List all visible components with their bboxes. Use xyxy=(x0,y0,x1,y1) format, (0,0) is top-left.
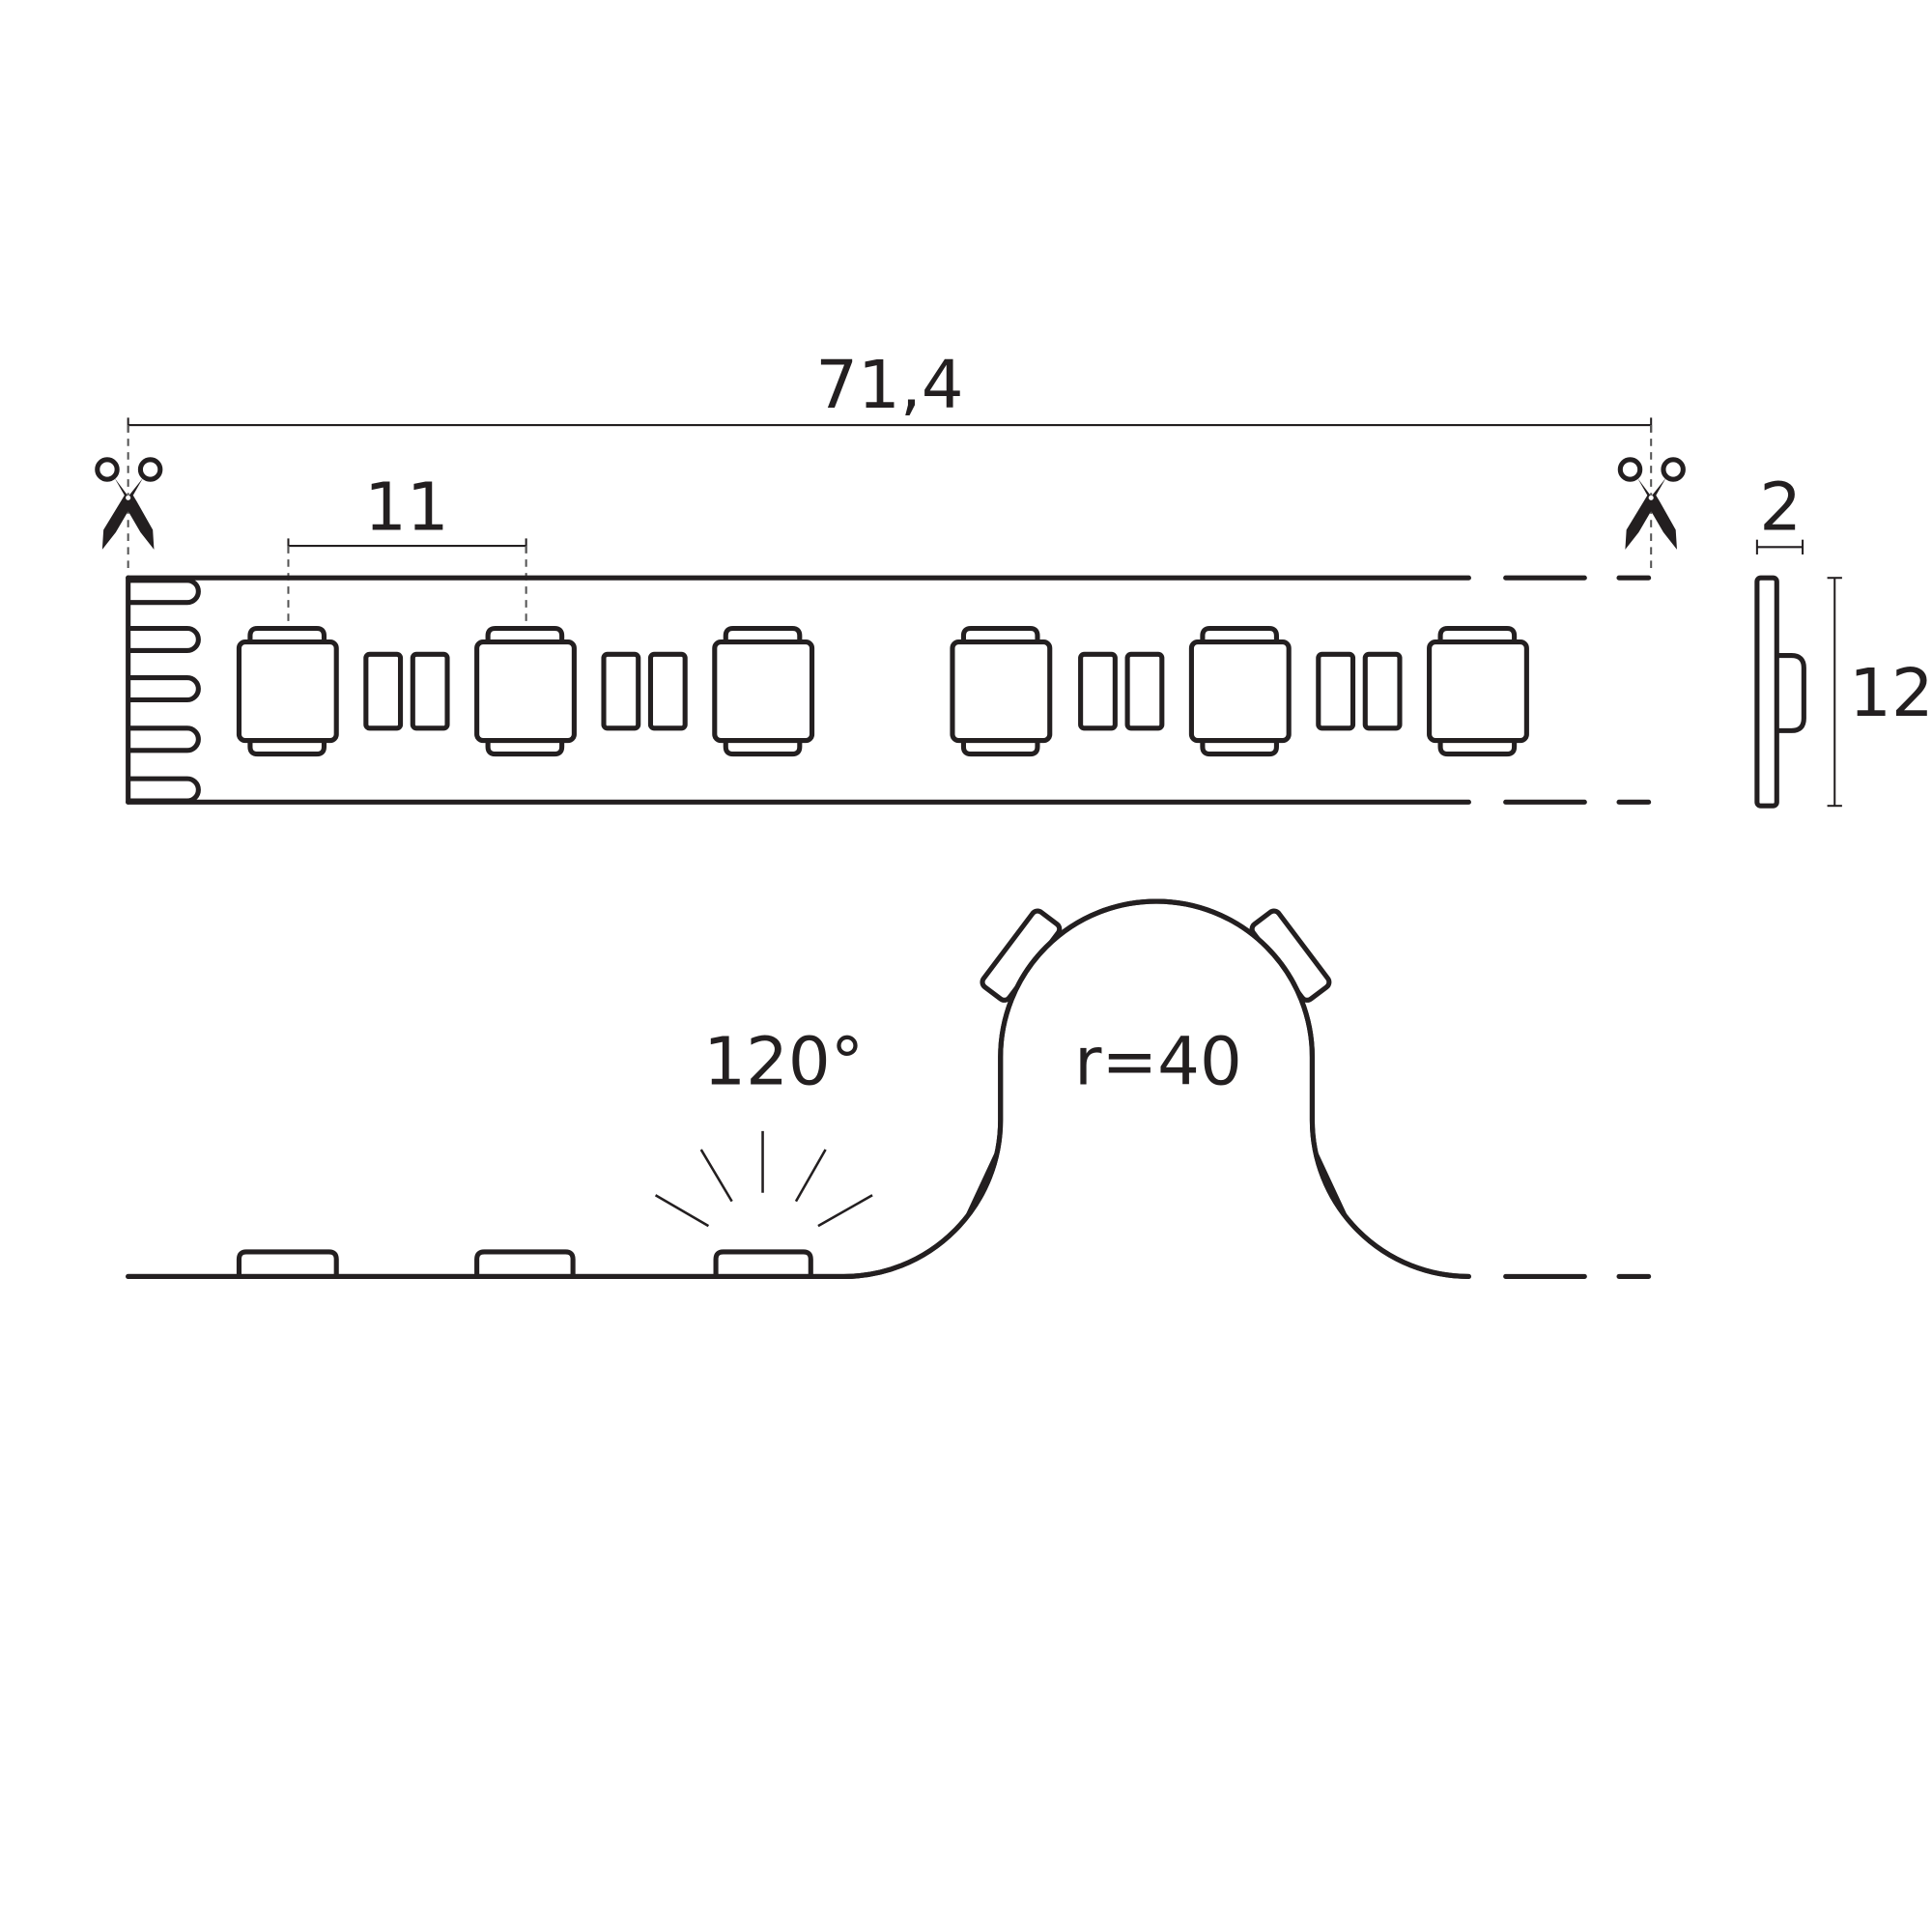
thickness-label: 2 xyxy=(1759,469,1802,546)
strip-bend-view: 120° r=40 xyxy=(126,898,1652,1279)
led-pitch-label: 11 xyxy=(364,469,449,546)
solder-pads xyxy=(128,578,201,804)
strip-top-view xyxy=(126,575,1652,805)
overall-length-dimension: 71,4 xyxy=(127,347,1653,575)
strip-side-view: 2 12 xyxy=(1754,469,1932,809)
resistor-pair xyxy=(604,654,685,728)
resistor-pair xyxy=(1319,654,1400,728)
led-chip xyxy=(952,629,1050,754)
led-chip xyxy=(474,1249,576,1277)
resistor-pair xyxy=(1081,654,1162,728)
led-chip xyxy=(239,629,336,754)
bend-radius-label: r=40 xyxy=(1074,1023,1242,1100)
led-chip xyxy=(236,1249,339,1277)
light-rays xyxy=(654,1130,873,1228)
led-chip xyxy=(1430,629,1527,754)
width-label: 12 xyxy=(1849,655,1932,732)
led-pitch-dimension: 11 xyxy=(287,469,527,623)
overall-length-label: 71,4 xyxy=(815,347,963,424)
led-chip xyxy=(713,1249,813,1277)
led-chip xyxy=(477,629,575,754)
resistor-pair xyxy=(366,654,447,728)
led-chip xyxy=(715,629,812,754)
led-chip xyxy=(1191,629,1289,754)
beam-angle-label: 120° xyxy=(703,1023,864,1100)
